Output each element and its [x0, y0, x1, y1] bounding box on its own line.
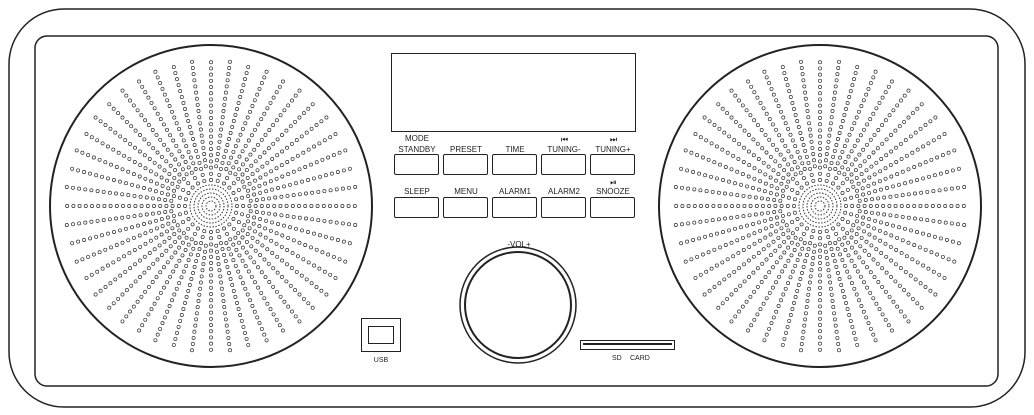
- snooze-button[interactable]: [590, 197, 635, 218]
- button-label-bottom-2: ALARM1: [498, 187, 531, 196]
- usb-port-housing: [361, 318, 401, 352]
- skip-forward-icon: ⏭: [609, 135, 617, 144]
- button-label-0: STANDBY: [398, 145, 436, 154]
- standby-button[interactable]: [394, 154, 439, 175]
- alarm2-button[interactable]: [541, 197, 586, 218]
- sleep-button[interactable]: [394, 197, 439, 218]
- tuning-button[interactable]: [590, 154, 635, 175]
- sd-card-slot[interactable]: [580, 340, 675, 350]
- usb-port[interactable]: [368, 326, 394, 344]
- button-label-bottom-0: SLEEP: [404, 187, 430, 196]
- play-pause-icon: ⏯: [610, 178, 616, 187]
- button-label-2: TIME: [505, 145, 525, 154]
- tuning-button[interactable]: [541, 154, 586, 175]
- left-speaker-grille: [49, 44, 373, 368]
- card-label: CARD: [630, 355, 650, 362]
- button-label-4: TUNING+: [595, 145, 631, 154]
- volume-knob[interactable]: [459, 246, 577, 364]
- time-button[interactable]: [492, 154, 537, 175]
- preset-button[interactable]: [443, 154, 488, 175]
- sd-label: SD: [612, 355, 622, 362]
- usb-label: USB: [373, 357, 389, 364]
- skip-back-icon: ⏮: [560, 135, 568, 144]
- lcd-display: [391, 53, 636, 132]
- button-label-1: PRESET: [449, 145, 482, 154]
- button-label-3: TUNING-: [547, 145, 581, 154]
- volume-label: -VOL+: [507, 240, 531, 249]
- alarm1-button[interactable]: [492, 197, 537, 218]
- right-speaker-grille: [658, 44, 982, 368]
- button-label-bottom-4: SNOOZE: [596, 187, 630, 196]
- button-sublabel-0: MODE: [405, 134, 429, 143]
- button-label-bottom-1: MENU: [454, 187, 478, 196]
- menu-button[interactable]: [443, 197, 488, 218]
- button-label-bottom-3: ALARM2: [547, 187, 580, 196]
